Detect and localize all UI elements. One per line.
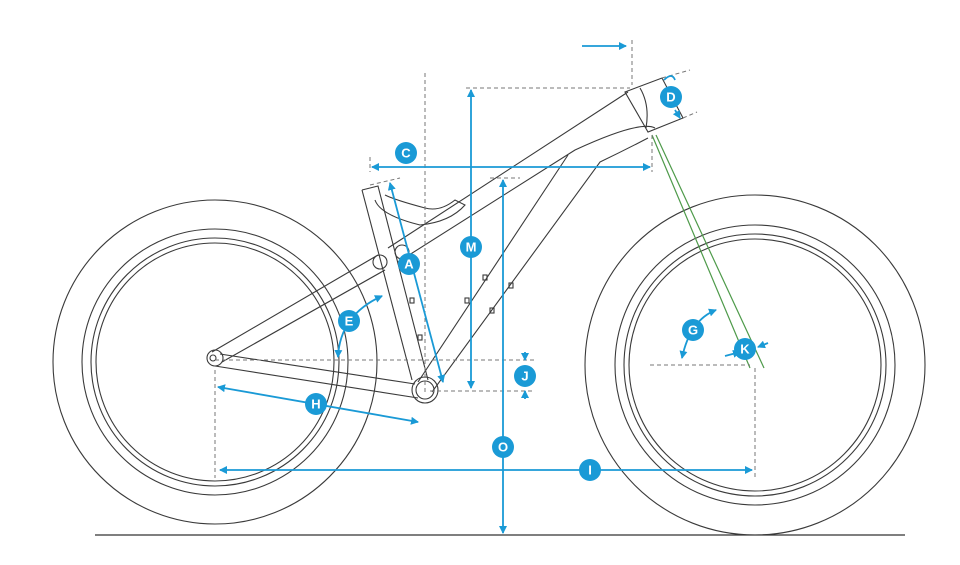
svg-text:M: M — [466, 240, 477, 255]
label-j: J — [514, 365, 536, 387]
bike-frame — [206, 77, 684, 404]
svg-text:G: G — [688, 323, 698, 338]
label-d: D — [660, 86, 682, 108]
svg-text:E: E — [345, 314, 354, 329]
fork-axis — [651, 134, 765, 369]
label-g: G — [682, 319, 704, 341]
label-e: E — [338, 310, 360, 332]
dimension-labels: A C D E G H I J K M O — [305, 86, 756, 481]
dimension-arrows — [217, 42, 769, 534]
svg-text:D: D — [666, 90, 675, 105]
label-i: I — [579, 459, 601, 481]
label-a: A — [398, 253, 420, 275]
svg-text:K: K — [740, 342, 750, 357]
label-c: C — [395, 142, 417, 164]
label-k: K — [734, 338, 756, 360]
svg-text:J: J — [521, 369, 528, 384]
svg-text:I: I — [588, 463, 592, 478]
svg-text:O: O — [498, 440, 508, 455]
front-wheel — [584, 194, 926, 536]
rear-wheel — [52, 199, 378, 525]
label-h: H — [305, 393, 327, 415]
svg-text:H: H — [311, 397, 320, 412]
label-o: O — [492, 436, 514, 458]
reference-lines — [214, 40, 756, 480]
label-m: M — [460, 236, 482, 258]
svg-text:A: A — [404, 257, 414, 272]
svg-text:C: C — [401, 146, 411, 161]
